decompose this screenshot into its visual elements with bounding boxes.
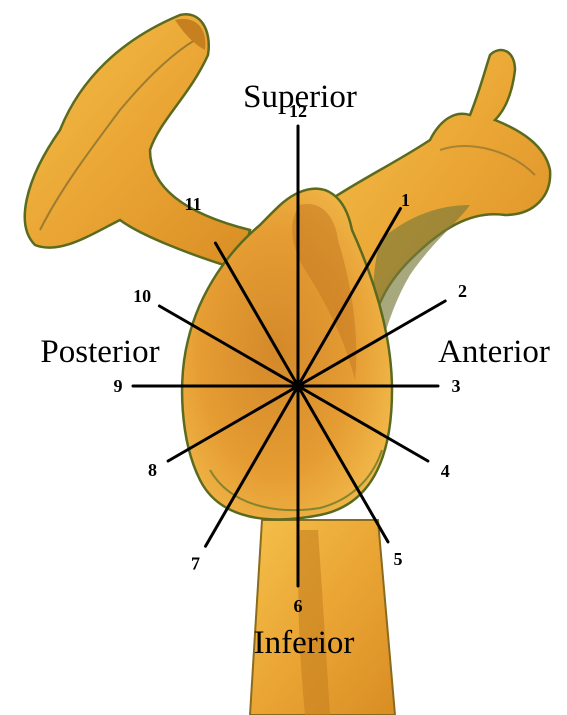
label-anterior: Anterior	[438, 334, 550, 370]
clock-number-7: 7	[191, 554, 200, 574]
clock-number-9: 9	[114, 376, 123, 396]
clock-number-8: 8	[148, 460, 157, 480]
label-superior: Superior	[243, 79, 357, 115]
label-posterior: Posterior	[40, 334, 159, 370]
acromion	[25, 14, 250, 270]
clock-number-4: 4	[441, 461, 450, 481]
clock-number-10: 10	[133, 286, 151, 306]
clock-number-5: 5	[394, 549, 403, 569]
label-inferior: Inferior	[254, 625, 355, 661]
clock-number-11: 11	[184, 194, 201, 214]
clock-number-6: 6	[294, 596, 303, 616]
clock-number-1: 1	[401, 190, 410, 210]
clock-number-3: 3	[452, 376, 461, 396]
clock-number-2: 2	[458, 281, 467, 301]
